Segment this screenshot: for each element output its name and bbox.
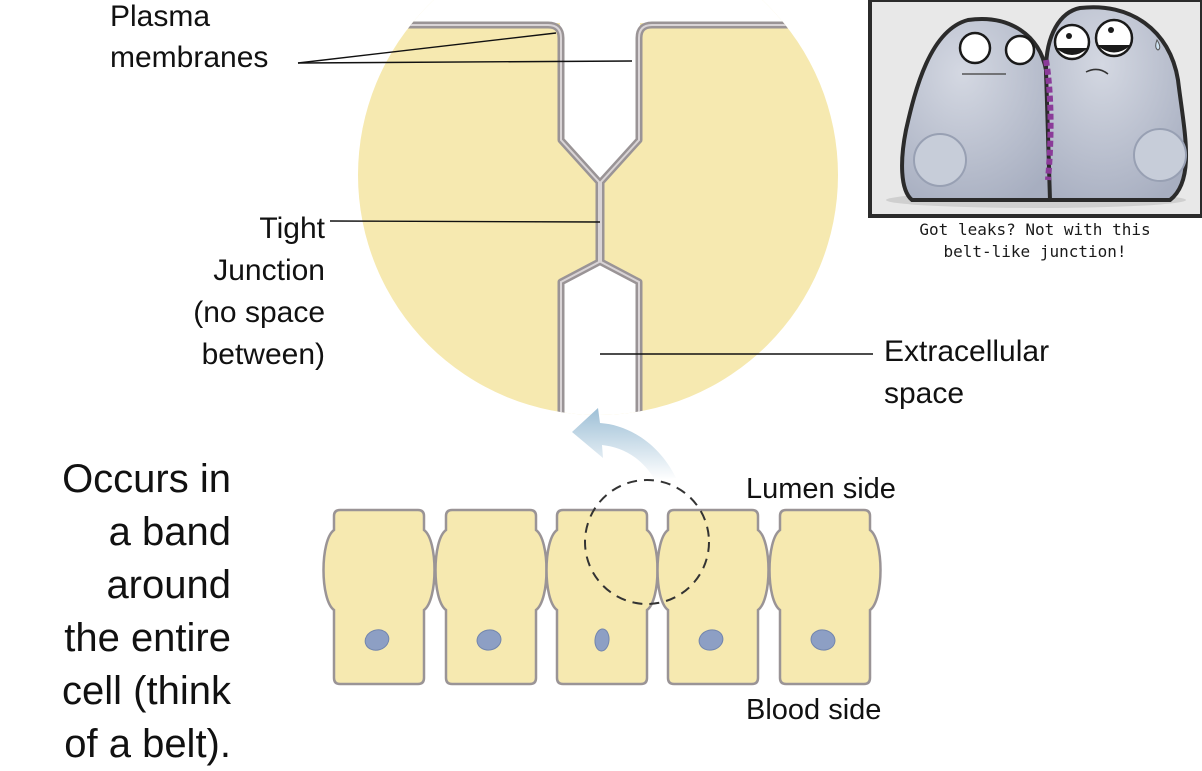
cell-nucleus — [594, 628, 610, 652]
tight-junction-line-4: between) — [201, 338, 325, 371]
band-description-text: Occurs in a band around the entire cell … — [20, 453, 231, 771]
epithelial-cell-row — [322, 479, 882, 686]
cell-nucleus — [476, 629, 502, 651]
band-description-line-3: around — [106, 563, 231, 607]
epithelial-cell — [656, 508, 770, 686]
tight-junction-line-2: Junction — [213, 254, 325, 287]
tight-junction-line-3: (no space — [193, 296, 325, 329]
comic-caption: Got leaks? Not with this belt-like junct… — [868, 219, 1202, 263]
extracellular-line-2: space — [884, 377, 965, 410]
band-description-line-6: of a belt). — [64, 722, 231, 766]
magnified-junction-view — [358, 0, 838, 415]
plasma-membranes-label: Plasma membranes — [110, 0, 268, 78]
tight-junction-line-1: Tight — [259, 212, 325, 245]
epithelial-cell — [545, 508, 659, 686]
band-description-line-1: Occurs in — [62, 457, 231, 501]
lumen-side-label: Lumen side — [746, 473, 896, 505]
cell-nucleus — [810, 629, 836, 651]
band-description-line-5: cell (think — [62, 669, 231, 713]
extracellular-space-label: Extracellular space — [884, 331, 1049, 415]
epithelial-cell — [434, 508, 548, 686]
magnified-region-circle — [584, 479, 710, 605]
comic-caption-line-1: Got leaks? Not with this — [919, 220, 1151, 239]
cell-nucleus — [698, 629, 724, 651]
blood-side-label: Blood side — [746, 694, 882, 726]
band-description-line-2: a band — [108, 510, 231, 554]
epithelial-cell — [322, 508, 436, 686]
band-description-line-4: the entire — [64, 616, 231, 660]
cell-nucleus — [364, 629, 390, 651]
leader-lines — [297, 32, 873, 355]
cartoon-cells-icon — [900, 5, 1188, 202]
curved-arrow-icon — [572, 408, 676, 480]
comic-panel — [868, 0, 1202, 218]
plasma-membranes-line-1: Plasma — [110, 0, 211, 33]
epithelial-cell — [768, 508, 882, 686]
extracellular-line-1: Extracellular — [884, 335, 1050, 368]
comic-caption-line-2: belt-like junction! — [943, 242, 1127, 261]
tight-junction-label: Tight Junction (no space between) — [150, 208, 325, 376]
plasma-membranes-line-2: membranes — [110, 41, 269, 74]
